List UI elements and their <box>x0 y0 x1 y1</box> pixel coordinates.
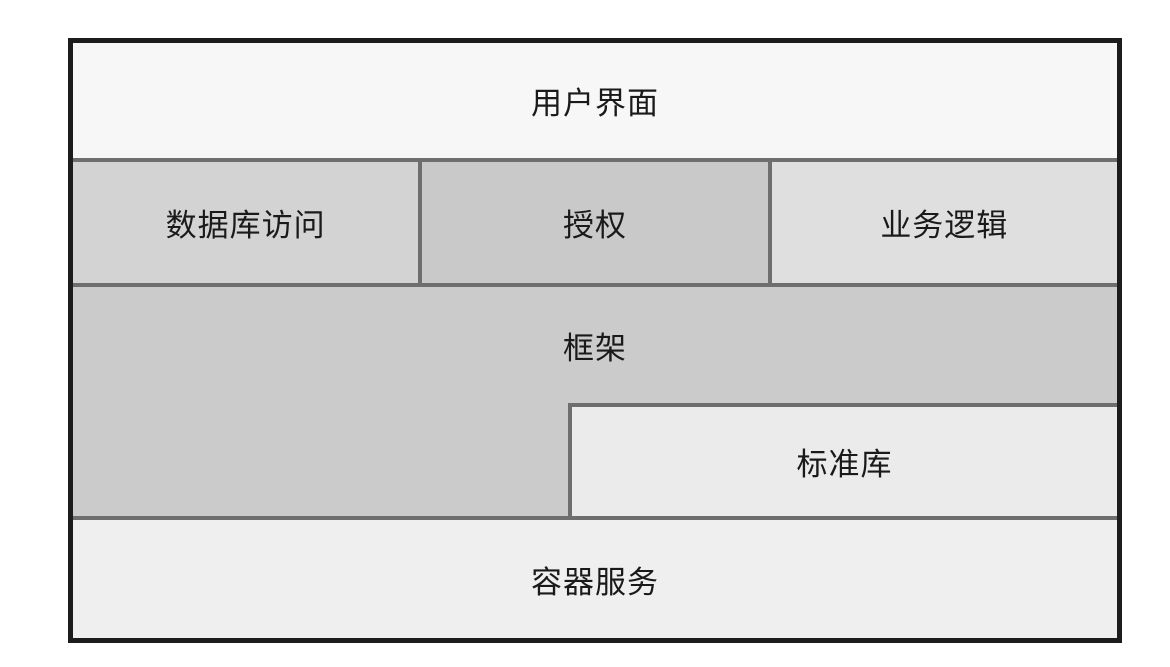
architecture-diagram: 用户界面 数据库访问 授权 业务逻辑 框架 标准库 容器服务 <box>68 38 1122 643</box>
authorization-label: 授权 <box>562 208 627 243</box>
box-authorization: 授权 <box>418 162 772 283</box>
container-services-label: 容器服务 <box>531 564 659 600</box>
standard-library-label: 标准库 <box>796 447 893 482</box>
box-database-access: 数据库访问 <box>73 162 419 283</box>
layer-container-services: 容器服务 <box>73 516 1117 638</box>
layer-user-interface: 用户界面 <box>73 43 1117 158</box>
database-access-label: 数据库访问 <box>165 208 326 243</box>
layer-middle-row: 数据库访问 授权 业务逻辑 <box>73 158 1117 283</box>
box-standard-library: 标准库 <box>568 403 1117 516</box>
box-business-logic: 业务逻辑 <box>771 162 1117 283</box>
framework-label-strip: 框架 <box>73 287 1117 403</box>
user-interface-label: 用户界面 <box>531 86 659 121</box>
business-logic-label: 业务逻辑 <box>880 208 1009 243</box>
layer-framework: 框架 标准库 <box>73 283 1117 516</box>
framework-label: 框架 <box>563 330 627 366</box>
